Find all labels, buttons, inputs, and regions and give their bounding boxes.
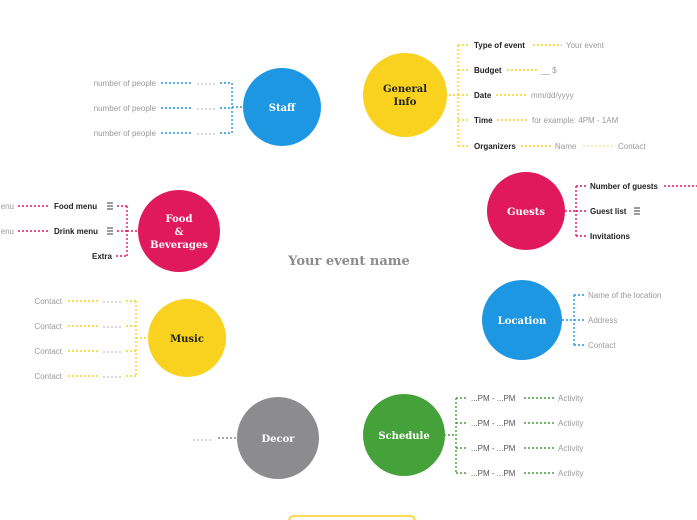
location-branch — [562, 294, 584, 346]
music-item[interactable]: Contact — [34, 347, 62, 356]
general-info-item-value[interactable]: Your event — [566, 41, 605, 50]
location-item[interactable]: Address — [588, 316, 617, 325]
music-node[interactable] — [148, 299, 226, 377]
general-info-item-value[interactable]: mm/dd/yyyy — [531, 91, 574, 100]
food-item[interactable]: Drink menu — [54, 227, 98, 236]
schedule-time[interactable]: ...PM - ...PM — [471, 444, 516, 453]
music-branch — [68, 300, 148, 378]
notes-icon[interactable] — [634, 207, 640, 215]
location-label: Location — [498, 316, 547, 327]
general-info-branch — [445, 44, 614, 147]
staff-branch — [161, 82, 244, 135]
location-node[interactable] — [482, 280, 562, 360]
general-info-item-label[interactable]: Time — [474, 116, 493, 125]
food-item-left[interactable]: enu — [1, 227, 14, 236]
schedule-time[interactable]: ...PM - ...PM — [471, 394, 516, 403]
guests-item[interactable]: Guest list — [590, 207, 627, 216]
schedule-activity[interactable]: Activity — [558, 469, 583, 478]
staff-item[interactable]: number of people — [94, 79, 157, 88]
music-item[interactable]: Contact — [34, 322, 62, 331]
food-item[interactable]: Food menu — [54, 202, 97, 211]
music-label: Music — [170, 334, 204, 345]
guests-item[interactable]: Number of guests — [590, 182, 659, 191]
guests-item[interactable]: Invitations — [590, 232, 631, 241]
decor-branch — [193, 437, 238, 441]
bottom-box-edge — [288, 515, 416, 520]
decor-label: Decor — [261, 434, 295, 445]
schedule-activity[interactable]: Activity — [558, 419, 583, 428]
general-info-item-value[interactable]: for example: 4PM - 1AM — [532, 116, 619, 125]
general-info-item-value[interactable]: Name — [555, 142, 577, 151]
schedule-branch — [444, 397, 554, 474]
notes-icon[interactable] — [107, 202, 113, 210]
food-item-left[interactable]: enu — [1, 202, 14, 211]
staff-item[interactable]: number of people — [94, 129, 157, 138]
schedule-time[interactable]: ...PM - ...PM — [471, 469, 516, 478]
general-info-node[interactable] — [363, 53, 447, 137]
staff-node[interactable] — [243, 68, 321, 146]
music-item[interactable]: Contact — [34, 297, 62, 306]
music-item[interactable]: Contact — [34, 372, 62, 381]
guests-label: Guests — [507, 207, 545, 218]
location-item[interactable]: Contact — [588, 341, 616, 350]
decor-node[interactable] — [237, 397, 319, 479]
food-branch — [18, 205, 139, 257]
guests-branch — [565, 185, 697, 237]
schedule-activity[interactable]: Activity — [558, 444, 583, 453]
food-label-1: Food — [166, 214, 193, 225]
food-item[interactable]: Extra — [92, 252, 113, 261]
schedule-activity[interactable]: Activity — [558, 394, 583, 403]
food-label-3: Beverages — [150, 240, 208, 251]
general-info-item-label[interactable]: Organizers — [474, 142, 516, 151]
food-beverages-node[interactable] — [138, 190, 220, 272]
general-info-item-label[interactable]: Budget — [474, 66, 502, 75]
general-info-item-value-2[interactable]: Contact — [618, 142, 646, 151]
schedule-node[interactable] — [363, 394, 445, 476]
general-info-item-value[interactable]: __ $ — [540, 66, 557, 75]
general-info-item-label[interactable]: Type of event — [474, 41, 525, 50]
food-label-2: & — [174, 227, 183, 238]
location-item[interactable]: Name of the location — [588, 291, 661, 300]
staff-label: Staff — [269, 103, 296, 114]
general-info-label-1: General — [383, 84, 427, 95]
general-info-label-2: Info — [394, 97, 417, 108]
general-info-item-label[interactable]: Date — [474, 91, 492, 100]
notes-icon[interactable] — [107, 227, 113, 235]
staff-item[interactable]: number of people — [94, 104, 157, 113]
central-topic[interactable]: Your event name — [287, 254, 410, 269]
schedule-time[interactable]: ...PM - ...PM — [471, 419, 516, 428]
guests-node[interactable] — [487, 172, 565, 250]
schedule-label: Schedule — [378, 431, 429, 442]
